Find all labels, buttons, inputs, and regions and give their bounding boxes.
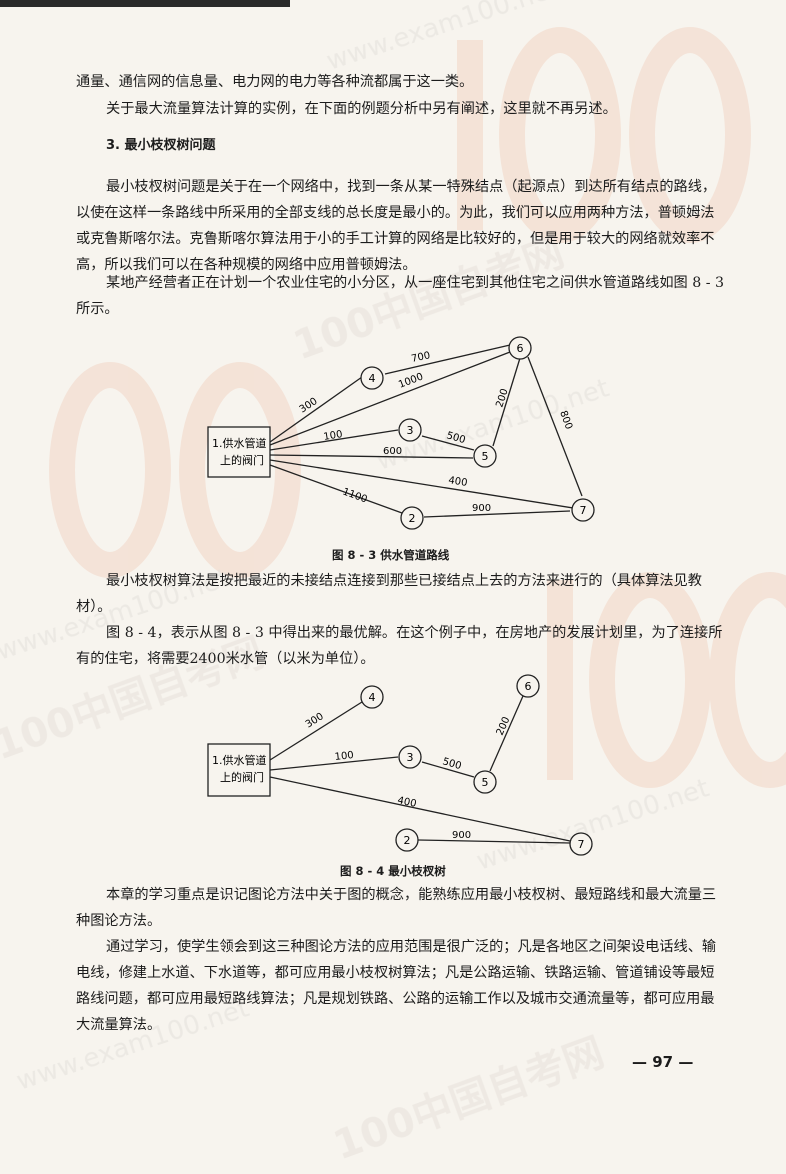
watermark-brand-text: 100中国自考网 xyxy=(328,1029,610,1169)
node-5 xyxy=(473,770,497,794)
node-3-label: 3 xyxy=(407,751,414,764)
node-7-label: 7 xyxy=(580,504,587,517)
source-node-label-line2: 上的阀门 xyxy=(220,770,264,784)
node-3 xyxy=(398,418,422,442)
edge-label-900: 900 xyxy=(452,830,471,841)
node-2-label: 2 xyxy=(409,512,416,525)
edge-1-3 xyxy=(269,756,399,771)
figure-8-3-network: 1.供水管道 上的阀门 4 6 3 5 2 7 300 700 1000 100… xyxy=(207,336,595,530)
edge-label-1000: 1000 xyxy=(397,371,425,390)
page-top-border xyxy=(0,0,290,7)
paragraph-min-tree-definition: 最小枝杈树问题是关于在一个网络中，找到一条从某一特殊结点（起源点）到达所有结点的… xyxy=(76,179,717,273)
edge-1-4 xyxy=(269,701,363,761)
edge-1-3 xyxy=(269,429,399,451)
source-node-box xyxy=(207,743,271,797)
figure-8-4-min-tree: 1.供水管道 上的阀门 4 6 3 5 2 7 300 100 500 200 … xyxy=(207,674,593,856)
paragraph-algorithm-description: 最小枝杈树算法是按把最近的未接结点连接到那些已接结点上去的方法来进行的（具体算法… xyxy=(76,573,702,615)
node-7 xyxy=(571,498,595,522)
node-6 xyxy=(508,336,532,360)
edge-label-100: 100 xyxy=(334,750,354,763)
edge-1-5 xyxy=(269,454,474,459)
paragraph-optimal-solution: 图 8 - 4，表示从图 8 - 3 中得出来的最优解。在这个例子中，在房地产的… xyxy=(76,625,723,667)
paragraph-chapter-focus: 本章的学习重点是识记图论方法中关于图的概念，能熟练应用最小枝杈树、最短路线和最大… xyxy=(76,887,717,929)
paragraph-flow-types: 通量、通信网的信息量、电力网的电力等各种流都属于这一类。 xyxy=(76,74,474,90)
edge-1-2 xyxy=(269,464,403,514)
node-3 xyxy=(398,745,422,769)
edge-label-900: 900 xyxy=(472,503,491,514)
edge-label-1100: 1100 xyxy=(341,486,369,505)
node-5-label: 5 xyxy=(482,450,489,463)
edge-4-6 xyxy=(384,344,511,375)
node-5-label: 5 xyxy=(482,776,489,789)
node-2-label: 2 xyxy=(404,834,411,847)
edge-label-300: 300 xyxy=(298,396,320,416)
edge-5-6 xyxy=(489,695,524,772)
edge-label-600: 600 xyxy=(383,446,402,457)
node-2 xyxy=(395,828,419,852)
node-4-label: 4 xyxy=(369,691,376,704)
node-6 xyxy=(516,674,540,698)
edge-1-7 xyxy=(269,776,571,842)
edge-1-6 xyxy=(269,351,511,446)
node-6-label: 6 xyxy=(525,680,532,693)
node-4 xyxy=(360,685,384,709)
node-6-label: 6 xyxy=(517,342,524,355)
section-heading-min-spanning-tree: 3. 最小枝杈树问题 xyxy=(106,138,216,153)
edge-3-5 xyxy=(421,435,475,451)
edge-2-7 xyxy=(417,839,571,844)
node-7-label: 7 xyxy=(578,838,585,851)
edge-5-6 xyxy=(492,357,521,447)
edge-label-100: 100 xyxy=(323,429,344,443)
edge-3-5 xyxy=(421,761,475,778)
edge-label-400: 400 xyxy=(396,795,417,810)
node-3-label: 3 xyxy=(407,424,414,437)
node-7 xyxy=(569,832,593,856)
paragraph-max-flow-example: 关于最大流量算法计算的实例，在下面的例题分析中另有阐述，这里就不再另述。 xyxy=(106,101,617,117)
source-node-box xyxy=(207,426,271,478)
edge-1-4 xyxy=(269,376,363,443)
figure-8-3-caption: 图 8 - 3 供水管道路线 xyxy=(332,548,450,562)
figure-8-4-caption: 图 8 - 4 最小枝杈树 xyxy=(340,864,446,878)
source-node-label-line1: 1.供水管道 xyxy=(212,753,267,767)
edge-label-200: 200 xyxy=(494,387,510,409)
edge-label-400: 400 xyxy=(448,475,469,489)
edge-label-800: 800 xyxy=(557,409,574,431)
edge-label-700: 700 xyxy=(410,350,431,365)
edge-2-7 xyxy=(423,510,571,518)
page-number: — 97 — xyxy=(632,1053,694,1071)
source-node-label-line2: 上的阀门 xyxy=(220,453,264,467)
paragraph-water-pipe-example: 某地产经营者正在计划一个农业住宅的小分区，从一座住宅到其他住宅之间供水管道路线如… xyxy=(76,275,725,317)
source-node-label-line1: 1.供水管道 xyxy=(212,436,267,450)
node-4 xyxy=(360,366,384,390)
node-2 xyxy=(400,506,424,530)
edge-label-500: 500 xyxy=(441,756,462,772)
paragraph-applications: 通过学习，使学生领会到这三种图论方法的应用范围是很广泛的；凡是各地区之间架设电话… xyxy=(76,939,717,1033)
node-5 xyxy=(473,444,497,468)
edge-1-7 xyxy=(269,459,574,509)
edge-6-7 xyxy=(527,356,583,497)
node-4-label: 4 xyxy=(369,372,376,385)
edge-label-500: 500 xyxy=(445,430,466,446)
watermark-url-text: www.exam100.net xyxy=(323,0,563,77)
